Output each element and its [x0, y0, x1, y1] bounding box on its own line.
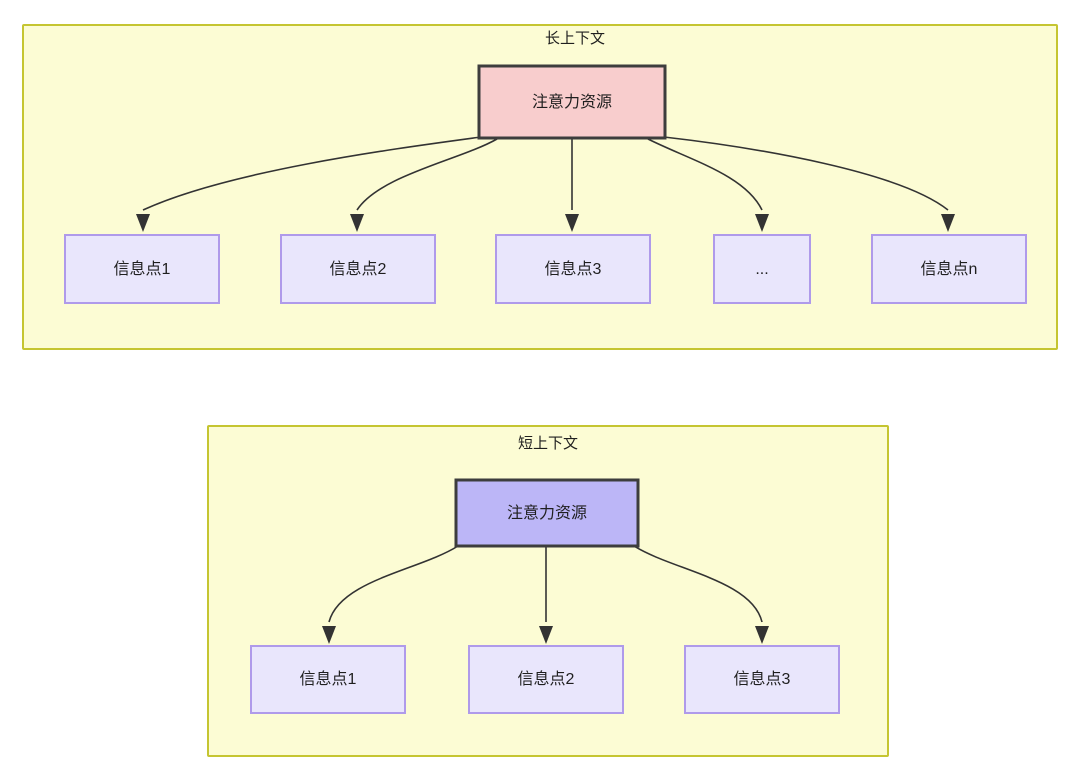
node-info-point-long-3-label: 信息点3 [545, 260, 602, 278]
node-info-point-long-3[interactable]: 信息点3 [495, 234, 651, 304]
panel-long-context: 长上下文 注意力资源 信息点1 [22, 24, 1058, 350]
node-attention-resource-short[interactable]: 注意力资源 [454, 478, 640, 548]
node-info-point-long-1-label: 信息点1 [114, 260, 171, 278]
arrowhead-leaf-1 [136, 214, 150, 232]
node-info-point-long-1[interactable]: 信息点1 [64, 234, 220, 304]
panel-long-context-title: 长上下文 [545, 30, 605, 47]
node-info-point-short-2-label: 信息点2 [518, 670, 575, 688]
node-info-point-short-3-label: 信息点3 [734, 670, 791, 688]
panel-short-context-title: 短上下文 [518, 435, 578, 452]
edge-root-to-leaf-1 [142, 136, 482, 211]
node-attention-resource-long-box[interactable] [477, 64, 667, 140]
edge-root-to-leaf-4 [647, 138, 763, 211]
node-info-point-short-1[interactable]: 信息点1 [250, 645, 406, 714]
arrowhead-leaf-2 [350, 214, 364, 232]
node-info-point-long-2-box[interactable] [280, 234, 436, 304]
node-info-point-short-1-label: 信息点1 [300, 670, 357, 688]
arrowhead-leaf-5 [941, 214, 955, 232]
edge-root-to-leaf-5 [663, 136, 949, 211]
edge-short-root-to-leaf-1 [328, 545, 459, 623]
node-info-point-long-2[interactable]: 信息点2 [280, 234, 436, 304]
node-info-point-short-3-box[interactable] [684, 645, 840, 714]
edge-root-to-leaf-2 [356, 138, 498, 211]
edges-short-context [322, 545, 769, 644]
node-info-point-long-2-label: 信息点2 [330, 260, 387, 278]
node-info-point-short-3[interactable]: 信息点3 [684, 645, 840, 714]
edges-long-context [136, 136, 955, 232]
arrowhead-short-leaf-2 [539, 626, 553, 644]
node-attention-resource-long[interactable]: 注意力资源 [477, 64, 667, 140]
arrowhead-short-leaf-1 [322, 626, 336, 644]
node-info-point-long-ellipsis[interactable]: ... [713, 234, 811, 304]
node-attention-resource-short-label: 注意力资源 [507, 503, 587, 522]
node-info-point-long-ellipsis-label: ... [755, 261, 768, 278]
node-info-point-short-2[interactable]: 信息点2 [468, 645, 624, 714]
node-info-point-long-n-label: 信息点n [921, 260, 978, 278]
arrowhead-leaf-4 [755, 214, 769, 232]
node-attention-resource-short-box[interactable] [454, 478, 640, 548]
node-info-point-long-1-box[interactable] [64, 234, 220, 304]
node-info-point-long-ellipsis-box[interactable] [713, 234, 811, 304]
edge-short-root-to-leaf-3 [633, 545, 763, 623]
arrowhead-short-leaf-3 [755, 626, 769, 644]
node-info-point-short-2-box[interactable] [468, 645, 624, 714]
arrowhead-leaf-3 [565, 214, 579, 232]
node-info-point-short-1-box[interactable] [250, 645, 406, 714]
panel-short-context: 短上下文 注意力资源 信息点1 信息点2 [207, 425, 889, 757]
node-info-point-long-3-box[interactable] [495, 234, 651, 304]
node-info-point-long-n[interactable]: 信息点n [871, 234, 1027, 304]
node-info-point-long-n-box[interactable] [871, 234, 1027, 304]
node-attention-resource-long-label: 注意力资源 [532, 92, 612, 111]
